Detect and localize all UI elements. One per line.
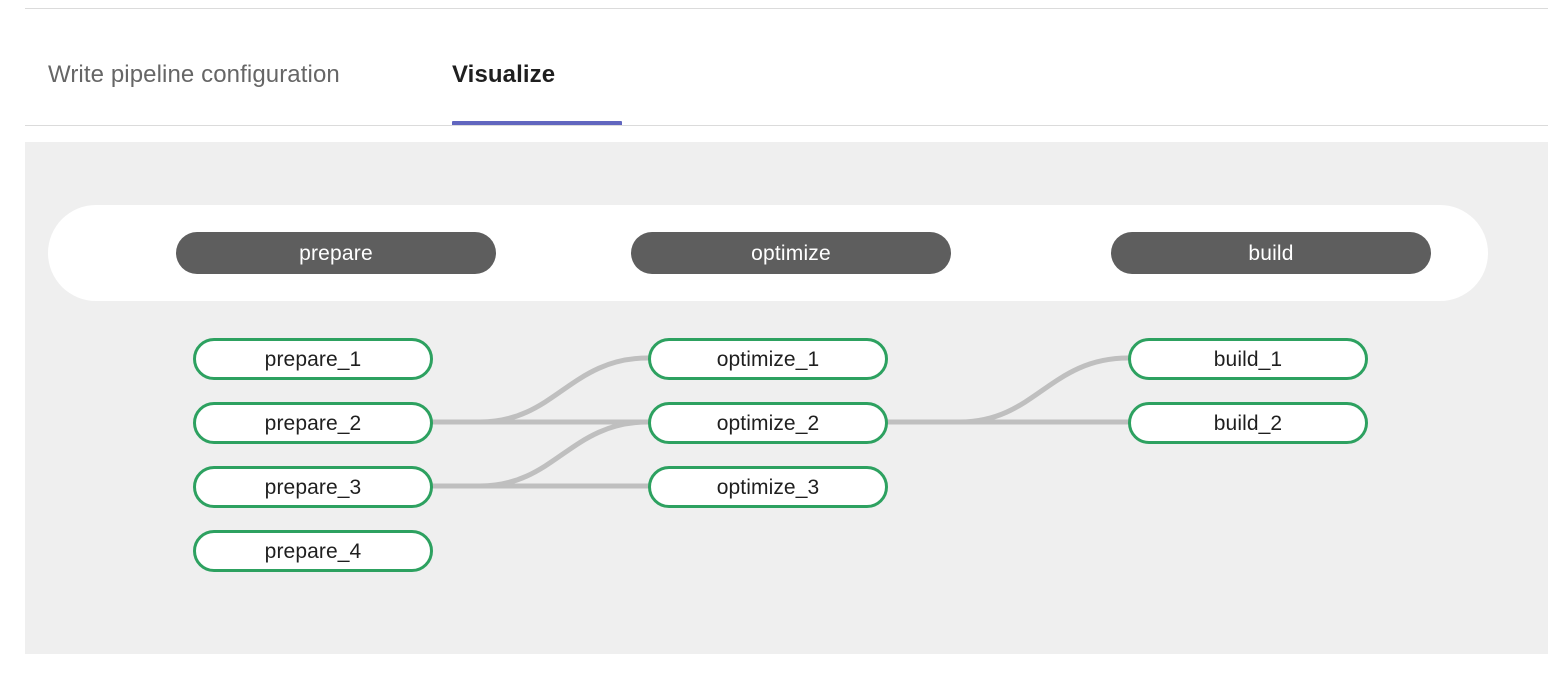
tab-write-pipeline-configuration[interactable]: Write pipeline configuration: [48, 40, 340, 125]
job-node-label: prepare_3: [264, 475, 362, 499]
job-node-prepare_1[interactable]: prepare_1: [193, 338, 433, 380]
stage-pill-label: build: [1248, 241, 1294, 265]
stage-pill-optimize: optimize: [631, 232, 951, 274]
stage-header-bar: prepare optimize build: [48, 205, 1488, 301]
job-node-optimize_3[interactable]: optimize_3: [648, 466, 888, 508]
tab-visualize[interactable]: Visualize: [452, 40, 555, 125]
pipeline-link-optimize_2-to-build_1: [885, 355, 1131, 425]
top-divider: [25, 8, 1548, 9]
job-node-prepare_3[interactable]: prepare_3: [193, 466, 433, 508]
tab-label: Write pipeline configuration: [48, 61, 340, 88]
job-node-label: build_1: [1213, 347, 1283, 371]
tab-label: Visualize: [452, 61, 556, 88]
job-node-label: prepare_2: [264, 411, 362, 435]
job-node-label: build_2: [1213, 411, 1283, 435]
tab-active-indicator: [452, 121, 622, 126]
job-node-build_1[interactable]: build_1: [1128, 338, 1368, 380]
job-node-build_2[interactable]: build_2: [1128, 402, 1368, 444]
stage-pill-prepare: prepare: [176, 232, 496, 274]
job-node-label: prepare_4: [264, 539, 362, 563]
stage-pill-label: prepare: [299, 241, 373, 265]
job-node-optimize_1[interactable]: optimize_1: [648, 338, 888, 380]
tab-bar-underline: [25, 125, 1548, 126]
pipeline-link-prepare_3-to-optimize_2: [405, 419, 651, 489]
job-node-label: optimize_2: [716, 411, 820, 435]
tab-bar: Write pipeline configuration Visualize: [25, 40, 1548, 126]
job-node-prepare_4[interactable]: prepare_4: [193, 530, 433, 572]
stage-pill-build: build: [1111, 232, 1431, 274]
job-node-prepare_2[interactable]: prepare_2: [193, 402, 433, 444]
job-node-label: prepare_1: [264, 347, 362, 371]
job-node-optimize_2[interactable]: optimize_2: [648, 402, 888, 444]
job-node-label: optimize_3: [716, 475, 820, 499]
pipeline-link-prepare_2-to-optimize_1: [405, 355, 651, 425]
job-node-label: optimize_1: [716, 347, 820, 371]
stage-pill-label: optimize: [751, 241, 831, 265]
